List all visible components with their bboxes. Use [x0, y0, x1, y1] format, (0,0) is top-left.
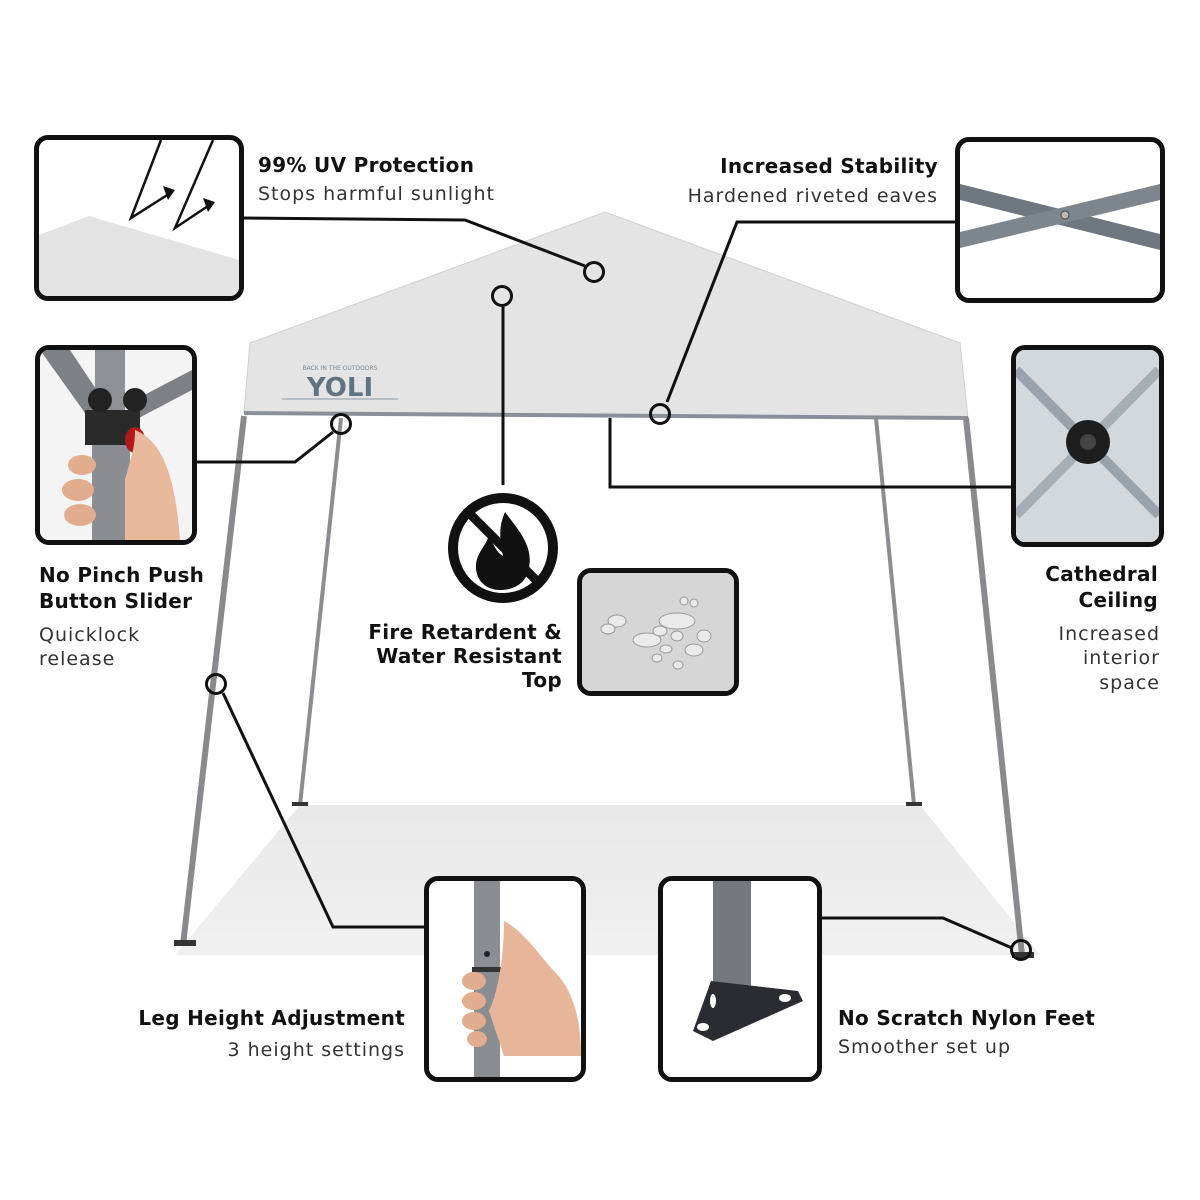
cathedral-title-line2: Ceiling	[1078, 588, 1158, 612]
push-button-title-line1: No Pinch Push	[39, 563, 205, 587]
brand-logo: BACK IN THE OUTDOORS YOLI	[282, 365, 398, 403]
feet-title: No Scratch Nylon Feet	[838, 1006, 1096, 1030]
push-button-subtitle-line2: release	[39, 648, 116, 670]
nylon-feet-image	[658, 876, 822, 1082]
connector-leg-height	[221, 692, 425, 929]
connector-push-button	[197, 430, 334, 464]
leg-height-subtitle: 3 height settings	[227, 1039, 405, 1061]
frame-legs	[174, 415, 1034, 958]
cathedral-title-line1: Cathedral	[1045, 562, 1158, 586]
hotspot-uv[interactable]	[583, 261, 605, 283]
push-button-image	[35, 345, 197, 545]
connector-feet	[822, 916, 1013, 950]
push-button-title-line2: Button Slider	[39, 589, 193, 613]
leg-back-right	[874, 417, 916, 806]
cathedral-ceiling-image	[1011, 345, 1164, 547]
uv-protection-image	[34, 135, 244, 301]
stability-title: Increased Stability	[720, 154, 938, 178]
fire-water-title-line3: Top	[522, 668, 562, 692]
leg-height-image	[424, 876, 586, 1082]
push-button-subtitle-line1: Quicklock	[39, 624, 141, 646]
leg-back-left	[298, 417, 343, 806]
feet-subtitle: Smoother set up	[838, 1036, 1012, 1058]
hotspot-stability[interactable]	[649, 403, 671, 425]
uv-title: 99% UV Protection	[258, 153, 475, 177]
brand-name: YOLI	[306, 373, 373, 403]
connector-cathedral	[608, 418, 1013, 489]
uv-subtitle: Stops harmful sunlight	[258, 183, 495, 205]
connector-uv	[241, 216, 586, 268]
fire-water-title-line1: Fire Retardent &	[368, 620, 562, 644]
no-fire-icon	[448, 493, 558, 603]
hotspot-fire-water[interactable]	[491, 285, 513, 307]
cathedral-subtitle-line1: Increased	[1058, 623, 1160, 645]
canopy-top	[243, 211, 969, 419]
stability-subtitle: Hardened riveted eaves	[687, 185, 938, 207]
hotspot-feet[interactable]	[1010, 939, 1032, 961]
cathedral-subtitle-line3: space	[1099, 672, 1160, 694]
stability-image	[955, 137, 1165, 303]
water-resistant-image	[577, 568, 739, 696]
floor-shadow	[175, 805, 1040, 955]
connector-stability	[665, 220, 957, 403]
leg-height-title: Leg Height Adjustment	[138, 1006, 405, 1030]
brand-tagline: BACK IN THE OUTDOORS	[302, 365, 377, 372]
hotspot-leg-height[interactable]	[205, 673, 227, 695]
cathedral-subtitle-line2: interior	[1083, 647, 1160, 669]
leg-front-right	[963, 417, 1025, 956]
eave-bar	[243, 411, 969, 420]
fire-water-title-line2: Water Resistant	[376, 644, 562, 668]
callout-connectors	[197, 216, 1013, 950]
hotspot-push-button[interactable]	[330, 413, 352, 435]
